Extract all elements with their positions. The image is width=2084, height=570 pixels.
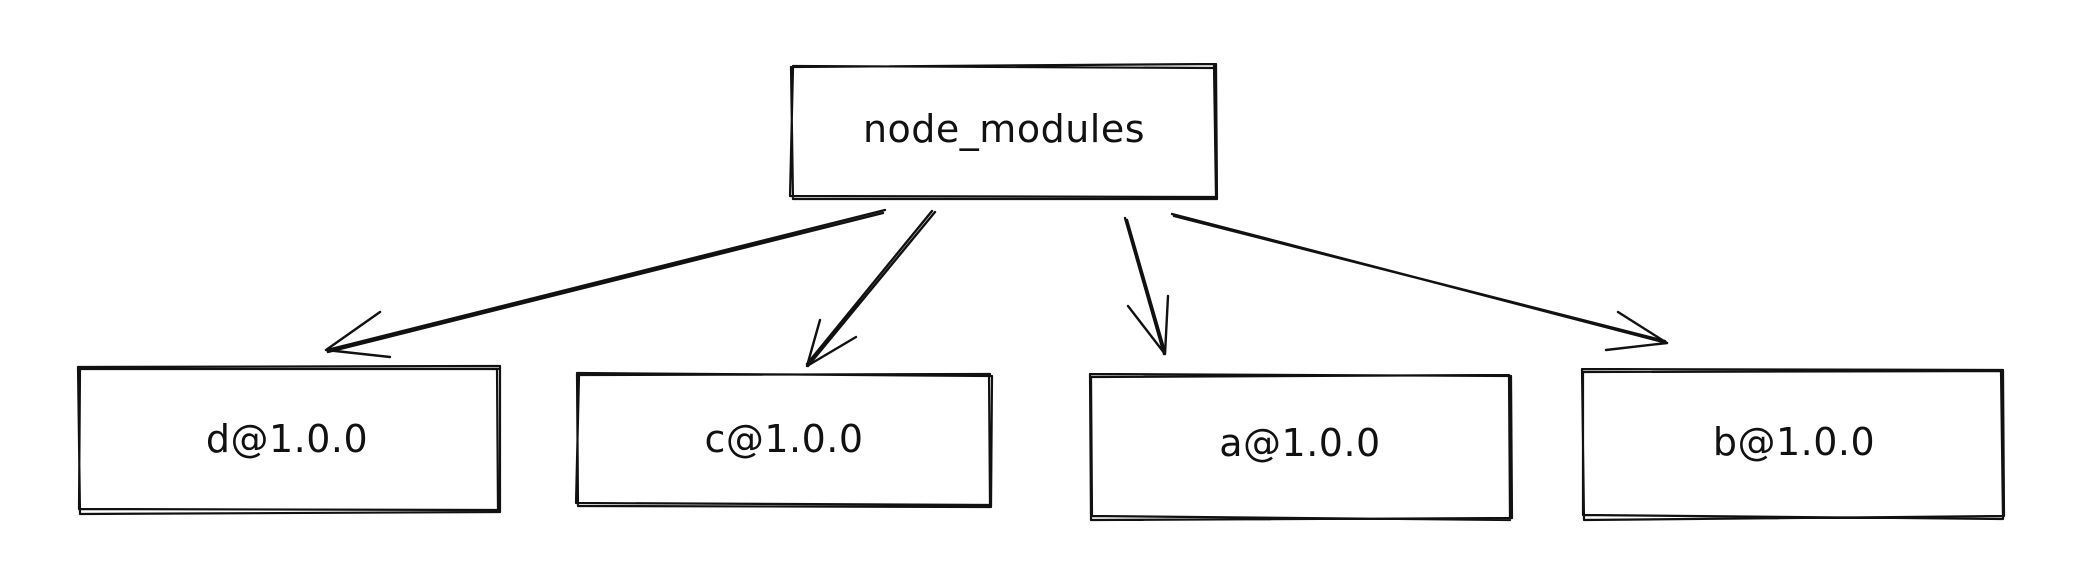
child-node-c-border [574, 371, 994, 509]
arrow-head [805, 318, 858, 368]
arrow-root-to-a [1123, 216, 1170, 356]
child-node-d-label: d@1.0.0 [206, 417, 368, 461]
root-node-border [788, 62, 1219, 201]
child-node-a-label: a@1.0.0 [1219, 421, 1380, 465]
root-node[interactable]: node_modules [788, 62, 1219, 201]
child-node-b-border [1580, 367, 2006, 522]
arrow-head [324, 310, 392, 359]
root-node-label: node_modules [863, 107, 1145, 151]
arrow-shaft [1123, 216, 1167, 356]
arrow-shaft [325, 208, 887, 354]
arrow-head [1604, 310, 1669, 352]
child-node-b[interactable]: b@1.0.0 [1580, 367, 2006, 522]
arrow-shaft [1170, 212, 1669, 345]
child-node-d[interactable]: d@1.0.0 [76, 364, 502, 516]
child-node-a-border [1088, 372, 1514, 522]
child-node-c[interactable]: c@1.0.0 [574, 371, 994, 509]
arrow-shaft [805, 209, 937, 368]
arrow-head [1126, 294, 1170, 356]
arrow-root-to-c [805, 209, 937, 368]
child-node-d-border [76, 364, 502, 516]
child-node-a[interactable]: a@1.0.0 [1088, 372, 1514, 522]
child-node-b-label: b@1.0.0 [1713, 420, 1875, 464]
arrow-root-to-b [1170, 212, 1669, 352]
child-node-c-label: c@1.0.0 [704, 417, 863, 461]
arrow-root-to-d [324, 208, 887, 359]
